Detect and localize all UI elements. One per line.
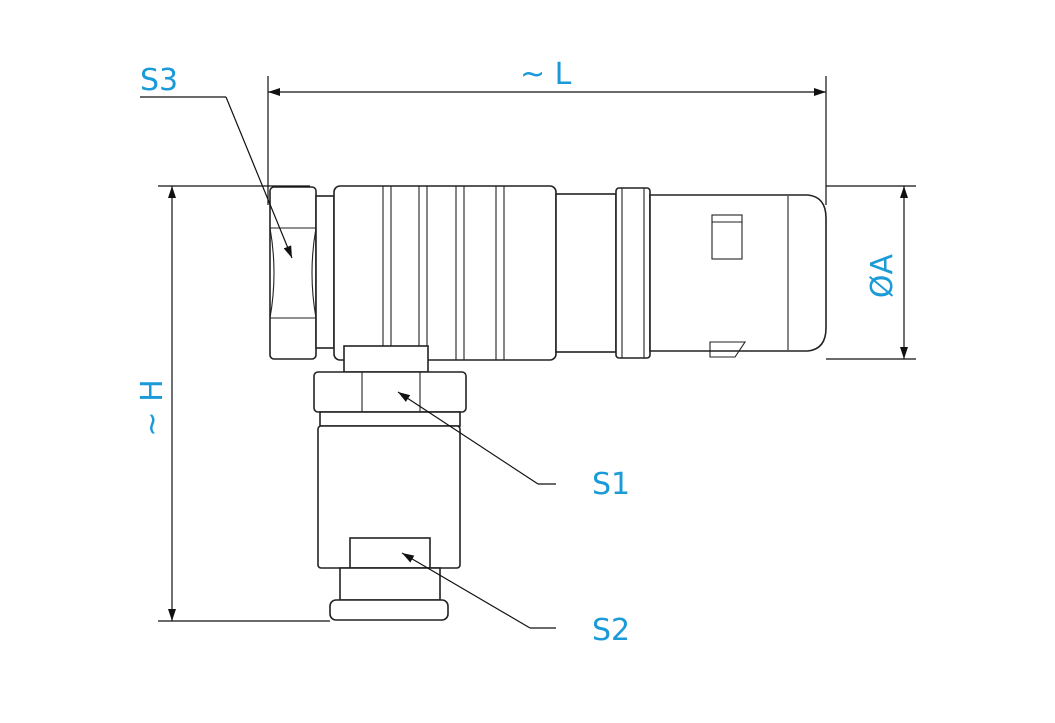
dimension-length <box>267 76 827 205</box>
nut-s1 <box>313 371 467 413</box>
collar <box>315 195 335 349</box>
leader-s2 <box>401 552 556 629</box>
label-diameter: ØA <box>865 253 900 298</box>
hex-nut-s3 <box>269 186 317 360</box>
grip-sleeve <box>333 185 557 361</box>
dimension-height <box>158 185 330 622</box>
angled-connector <box>269 185 827 621</box>
dimension-diameter <box>826 185 916 360</box>
label-s1: S1 <box>592 467 630 502</box>
cable-gland-s2 <box>329 567 449 621</box>
neck <box>343 345 429 373</box>
cable-housing <box>317 411 461 569</box>
front-shell <box>555 187 827 359</box>
label-height: ~ H <box>135 379 170 436</box>
label-s3: S3 <box>140 63 178 98</box>
label-length: ~ L <box>520 57 572 92</box>
leader-s3 <box>140 96 293 259</box>
label-s2: S2 <box>592 613 630 648</box>
leader-s1 <box>397 391 556 485</box>
